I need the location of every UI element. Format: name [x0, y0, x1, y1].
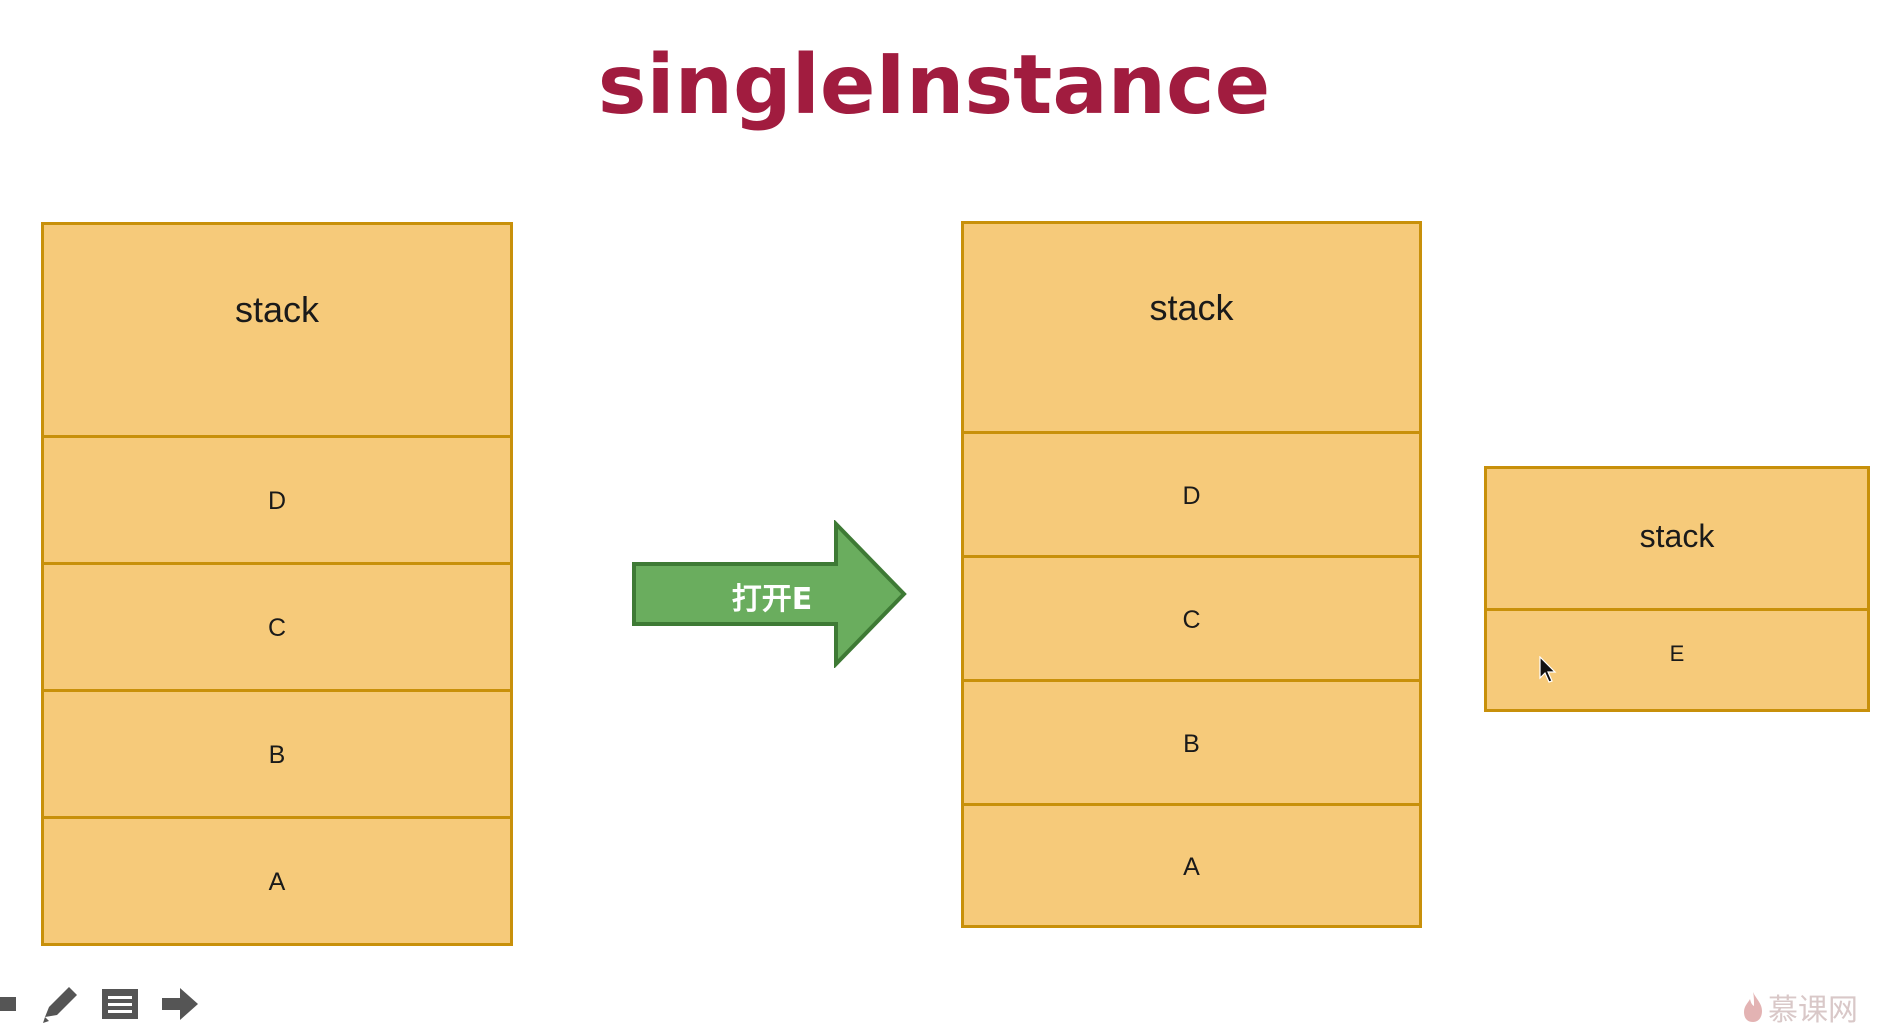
stack-before: stack D C B A	[41, 222, 513, 946]
stack-item: B	[44, 689, 510, 819]
mouse-cursor-icon	[1539, 656, 1557, 683]
stack-header-label: stack	[1639, 518, 1715, 554]
stack-item: A	[964, 803, 1419, 928]
stack-header-label: stack	[1149, 286, 1234, 328]
stack-item: C	[964, 555, 1419, 682]
notes-icon[interactable]	[98, 982, 142, 1026]
stack-after: stack D C B A	[961, 221, 1422, 928]
stack-header: stack	[44, 225, 510, 435]
stack-header: stack	[1487, 469, 1867, 608]
watermark-label: 慕课网	[1768, 993, 1858, 1028]
arrow-shape	[632, 520, 907, 668]
stack-item: D	[44, 435, 510, 565]
stack-item-label: E	[1669, 640, 1685, 666]
stack-item: C	[44, 562, 510, 692]
pencil-icon[interactable]	[38, 982, 82, 1026]
slide-title: singleInstance	[597, 38, 1271, 133]
arrow-label: 打开E	[731, 582, 813, 617]
pointer-icon[interactable]	[0, 982, 18, 1026]
next-arrow-icon[interactable]	[158, 982, 202, 1026]
stack-item: B	[964, 679, 1419, 806]
stack-new: stack E	[1484, 466, 1870, 712]
flame-icon	[1744, 992, 1762, 1022]
watermark: 慕课网	[1742, 985, 1858, 1029]
stack-header: stack	[964, 224, 1419, 431]
stack-item: D	[964, 431, 1419, 558]
presentation-toolbar	[0, 982, 218, 1026]
stack-header-label: stack	[234, 289, 320, 330]
stack-item: E	[1487, 608, 1867, 712]
stack-item: A	[44, 816, 510, 946]
